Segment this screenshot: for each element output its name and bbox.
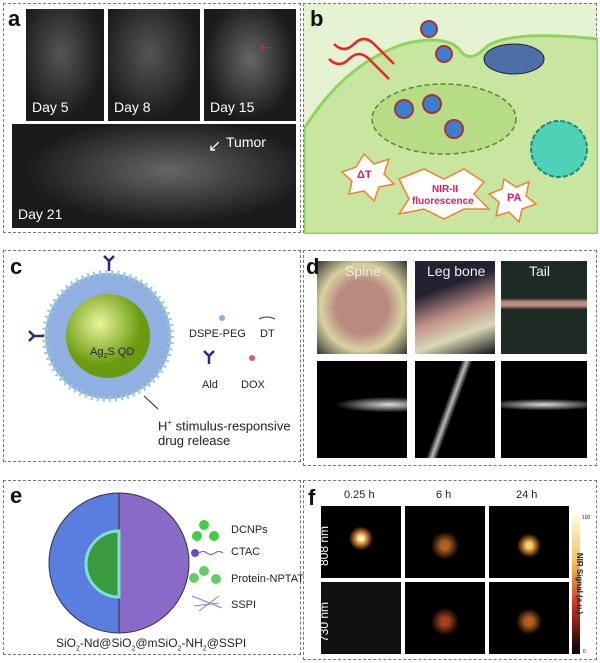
panel-f: f 0.25 h 6 h 24 h 808 nm 730 nm 100 0 NI… — [303, 480, 597, 660]
core-label: Ag2S QD — [90, 346, 135, 361]
panel-d-label: d — [306, 254, 320, 279]
legend-dcnps: DCNPs — [231, 524, 268, 536]
time-6h: 6 h — [436, 489, 452, 501]
legend-dox: DOX — [241, 379, 265, 391]
tail-nir-image — [501, 361, 587, 458]
legend-dt: DT — [260, 328, 275, 340]
colorbar-min: 0 — [583, 649, 586, 655]
day21-image: Day 21 ↙ Tumor — [12, 124, 296, 228]
formula-caption: SiO2-Nd@SiO2@mSiO2-NH2@SSPI — [56, 636, 247, 653]
day5-image: Day 5 — [26, 9, 104, 121]
spine-label: Spine — [345, 263, 381, 279]
legend-protein-nptat: Protein-NPTAT — [231, 573, 304, 585]
fluorescence-burst — [397, 168, 491, 220]
day15-image: Day 15 ⇠ — [204, 9, 296, 121]
tail-label: Tail — [529, 263, 551, 279]
image-808-6h — [405, 506, 485, 578]
legend-ctac: CTAC — [231, 546, 261, 558]
panel-c-label: c — [10, 254, 23, 279]
nucleus-icon — [530, 120, 588, 178]
row-730nm: 730 nm — [317, 601, 332, 643]
tumor-label: Tumor — [226, 134, 266, 150]
image-730-0-25h — [321, 582, 401, 654]
dspe-peg-icon — [219, 315, 225, 321]
spine-nir-image — [317, 361, 407, 458]
time-0-25h: 0.25 h — [344, 489, 375, 501]
image-808-24h — [489, 506, 569, 578]
pa-burst — [487, 177, 538, 224]
ald-icon — [203, 350, 215, 364]
panel-e-label: e — [10, 483, 23, 508]
mitochondrion-icon — [483, 43, 545, 75]
panel-b-label: b — [310, 6, 324, 31]
panel-e: e DCNPs CTAC Protein-NPTAT SSPI SiO2-Nd@… — [3, 480, 304, 655]
image-730-6h — [405, 582, 485, 654]
colorbar-max: 100 — [582, 515, 591, 521]
day15-caption: Day 15 — [210, 99, 255, 115]
panel-a: a Day 5 Day 8 Day 15 ⇠ Day 21 ↙ Tumor — [3, 3, 301, 233]
heat-label: ΔT — [357, 169, 372, 181]
core-shell-diagram — [48, 492, 224, 634]
colorbar — [572, 516, 580, 654]
tumor-arrow: ↙ — [208, 138, 222, 155]
legend-sspi: SSPI — [231, 599, 257, 611]
panel-a-label: a — [8, 6, 21, 31]
cell-diagram — [304, 20, 598, 234]
time-24h: 24 h — [516, 489, 538, 501]
panel-f-label: f — [308, 485, 316, 510]
panel-d: d Spine Leg bone Tail — [303, 250, 597, 466]
row-808nm: 808 nm — [317, 525, 332, 567]
legend-ald: Ald — [202, 379, 218, 391]
day21-caption: Day 21 — [18, 206, 63, 222]
day8-caption: Day 8 — [114, 99, 151, 115]
nir-label: NIR-II — [432, 184, 459, 195]
red-arrows: ⇠ — [260, 39, 272, 55]
panel-c: c Ag2S QD DSPE-PEG DT Ald DOX H+ stimulu… — [3, 250, 301, 462]
legend-dspe-peg: DSPE-PEG — [189, 328, 246, 340]
heat-burst — [340, 152, 396, 203]
legbone-nir-image — [415, 361, 495, 458]
legbone-photo: Leg bone — [415, 261, 495, 354]
colorbar-label: NIR Signal (a.u.) — [575, 552, 585, 615]
panel-b: b ΔT NIR-II fluorescence PA — [303, 3, 598, 234]
image-730-24h — [489, 582, 569, 654]
dt-icon — [258, 316, 276, 320]
leg-bone-label: Leg bone — [427, 263, 486, 279]
image-808-0-25h — [321, 506, 401, 578]
nanoparticle-diagram — [28, 255, 276, 410]
day8-image: Day 8 — [108, 9, 200, 121]
dox-icon — [249, 355, 255, 361]
fluorescence-label: fluorescence — [412, 196, 474, 207]
day5-caption: Day 5 — [32, 99, 69, 115]
tail-photo: Tail — [501, 261, 587, 354]
pa-label: PA — [507, 192, 522, 204]
spine-photo: Spine — [317, 261, 407, 354]
